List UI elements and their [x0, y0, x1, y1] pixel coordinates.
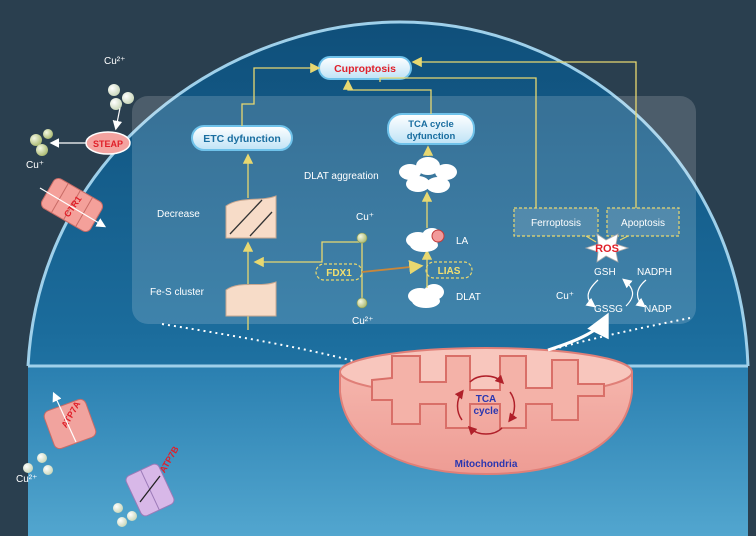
ctr1-transporter: [40, 177, 104, 233]
mitochondria: [339, 347, 633, 476]
ferroptosis-label: Ferroptosis: [531, 218, 581, 229]
copper-ions-top: [108, 84, 134, 110]
copper-ions-left: [30, 129, 53, 156]
tca-cycle: [454, 374, 518, 436]
la-cloud: [406, 228, 445, 252]
arrow-atp7a-export: [52, 391, 77, 443]
arrow-fdx1-to-fes: [253, 241, 360, 268]
nadp-label: NADP: [644, 304, 672, 315]
decrease-shape: [225, 195, 277, 239]
apoptosis-label: Apoptosis: [621, 218, 665, 229]
cu2-top-label: Cu²⁺: [104, 56, 125, 67]
arrow-apoptosis-to-cuproptosis: [411, 56, 637, 208]
fdx1-label: FDX1: [326, 268, 352, 279]
cu-plus-left-label: Cu⁺: [26, 160, 44, 171]
arrow-fdx1-to-lias: [361, 259, 424, 275]
tca-dysfunction-label-2: dyfunction: [407, 131, 456, 142]
mitochondria-label: Mitochondria: [455, 459, 518, 470]
arrow-atp7b-export: [139, 475, 161, 503]
dlat-aggregation-cloud: [399, 157, 457, 193]
ros-label: ROS: [595, 243, 619, 255]
arrow-etc-to-cuproptosis: [241, 62, 321, 126]
etc-dysfunction-label: ETC dyfunction: [203, 133, 281, 145]
cu-plus-ball: [356, 232, 368, 244]
cu-plus-right-label: Cu⁺: [556, 291, 574, 302]
arrow-gssg-to-gsh: [622, 278, 634, 307]
lias-box: [425, 261, 473, 279]
copper-ions-bottom-right: [113, 503, 137, 527]
gssg-label: GSSG: [594, 304, 623, 315]
gsh-label: GSH: [594, 267, 616, 278]
arrow-ferroptosis-to-cuproptosis: [379, 77, 537, 208]
arrow-ros-to-apoptosis: [619, 235, 629, 241]
pathway-panel: [132, 96, 696, 324]
arrow-nadph-to-nadp: [635, 279, 647, 308]
tca-cycle-label-1: TCA: [476, 394, 497, 405]
dlat-aggregation-label: DLAT aggreation: [304, 171, 379, 182]
cu2-bottom-label: Cu²⁺: [16, 474, 37, 485]
cu2-ball: [356, 297, 368, 309]
copper-ions-bottom-left: [23, 453, 53, 475]
arrow-ros-to-ferroptosis: [585, 235, 597, 243]
fes-cluster-label: Fe-S cluster: [150, 287, 205, 298]
lias-label: LIAS: [438, 266, 461, 277]
cu-plus-mid-label: Cu⁺: [356, 212, 374, 223]
nadph-label: NADPH: [637, 267, 672, 278]
cu2-mid-label: Cu²⁺: [352, 316, 373, 327]
decrease-label: Decrease: [157, 209, 200, 220]
arrow-gsh-to-gssg: [585, 279, 599, 308]
ros-burst: [584, 233, 630, 263]
atp7a-transporter: [43, 398, 97, 450]
la-label: LA: [456, 236, 469, 247]
fes-cluster-shape: [225, 281, 277, 317]
tca-cycle-label-2: cycle: [473, 406, 498, 417]
dlat-label: DLAT: [456, 292, 481, 303]
cuproptosis-label: Cuproptosis: [334, 63, 396, 75]
ferroptosis-box: [513, 207, 599, 237]
steap-label: STEAP: [93, 139, 123, 149]
arrow-cu2-to-steap: [112, 107, 123, 131]
dlat-cloud: [408, 284, 444, 308]
apoptosis-box: [606, 207, 680, 237]
tca-dysfunction-label-1: TCA cycle: [408, 119, 454, 130]
arrow-mito-to-gssg: [547, 312, 609, 352]
arrow-ctr1-import: [39, 187, 107, 228]
arrow-tca-to-cuproptosis: [342, 79, 432, 114]
